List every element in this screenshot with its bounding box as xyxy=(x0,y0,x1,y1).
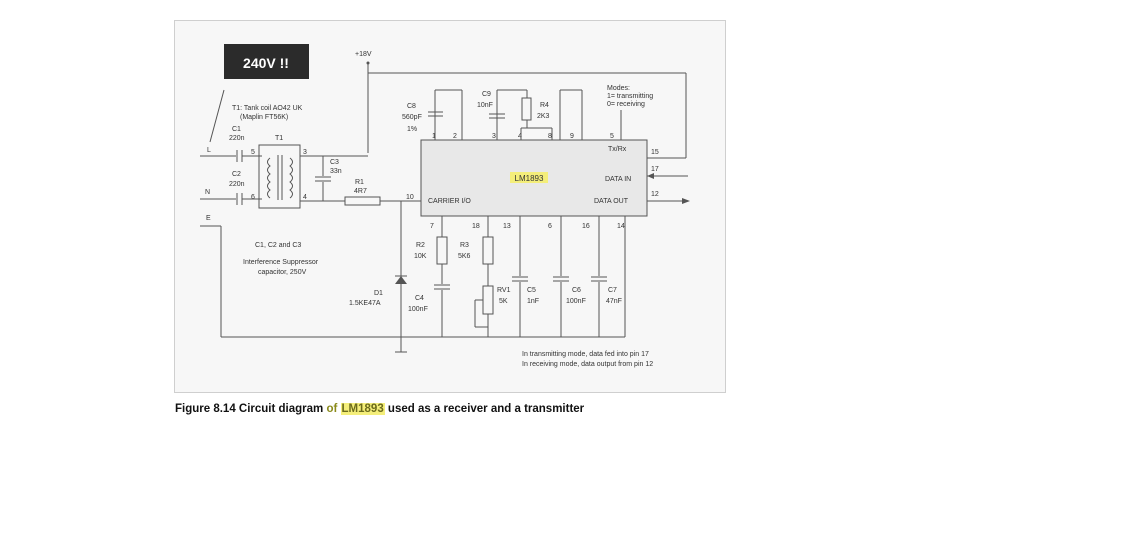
transformer-t1: T1 5 6 3 4 xyxy=(251,135,307,209)
pin-6: 6 xyxy=(548,223,552,230)
pin-label-data-out: DATA OUT xyxy=(594,198,629,205)
r4-value: 2K3 xyxy=(537,113,550,120)
r2-value: 10K xyxy=(414,253,427,260)
supply-label: +18V xyxy=(355,51,372,58)
svg-text:3: 3 xyxy=(303,149,307,156)
c1-value: 220n xyxy=(229,135,245,142)
pin-3: 3 xyxy=(492,133,496,140)
t1-note-line2: (Maplin FT56K) xyxy=(240,114,288,121)
c8-label: C8 xyxy=(407,103,416,110)
svg-text:T1: T1 xyxy=(275,135,283,142)
pin-16: 16 xyxy=(582,223,590,230)
caption-chip: LM1893 xyxy=(340,403,385,415)
caption-suffix: used as a receiver and a transmitter xyxy=(384,403,585,415)
pin-12: 12 xyxy=(651,191,659,198)
c2-value: 220n xyxy=(229,181,245,188)
terminal-e: E xyxy=(206,215,211,222)
pin-10: 10 xyxy=(406,194,414,201)
svg-text:6: 6 xyxy=(251,194,255,201)
resistor-r2 xyxy=(436,236,448,265)
c9-label: C9 xyxy=(482,91,491,98)
c6-value: 100nF xyxy=(566,298,586,305)
potentiometer-rv1 xyxy=(482,285,494,315)
pin-8: 8 xyxy=(548,133,552,140)
modes-transmit: 1= transmitting xyxy=(607,93,653,100)
caption-prefix: Figure 8.14 Circuit diagram xyxy=(175,403,327,415)
chip-name: LM1893 xyxy=(515,174,544,183)
pin-7: 7 xyxy=(430,223,434,230)
pin-5: 5 xyxy=(610,133,614,140)
figure-caption: Figure 8.14 Circuit diagram of LM1893 us… xyxy=(175,403,584,415)
svg-text:5: 5 xyxy=(251,149,255,156)
svg-text:4: 4 xyxy=(303,194,307,201)
pin-note-line1: In transmitting mode, data fed into pin … xyxy=(522,351,649,358)
pin-label-carrier: CARRIER I/O xyxy=(428,198,471,205)
c6-label: C6 xyxy=(572,287,581,294)
pin-2: 2 xyxy=(453,133,457,140)
c4-label: C4 xyxy=(415,295,424,302)
c7-label: C7 xyxy=(608,287,617,294)
d1-label: D1 xyxy=(374,290,383,297)
c5-value: 1nF xyxy=(527,298,539,305)
warning-text: 240V !! xyxy=(243,55,289,71)
r1-value: 4R7 xyxy=(354,188,367,195)
data-out-arrow xyxy=(682,198,690,204)
diode-d1 xyxy=(395,276,407,284)
c3-label: C3 xyxy=(330,159,339,166)
c2-label: C2 xyxy=(232,171,241,178)
pin-13: 13 xyxy=(503,223,511,230)
c4-value: 100nF xyxy=(408,306,428,313)
pin-14: 14 xyxy=(617,223,625,230)
caption-of: of xyxy=(326,403,341,415)
c7-value: 47nF xyxy=(606,298,622,305)
r3-label: R3 xyxy=(460,242,469,249)
pin-1: 1 xyxy=(432,133,436,140)
resistor-r3 xyxy=(482,236,494,265)
pin-4: 4 xyxy=(518,133,522,140)
pin-label-txrx: Tx/Rx xyxy=(608,146,627,153)
r4-label: R4 xyxy=(540,102,549,109)
rv1-label: RV1 xyxy=(497,287,511,294)
r2-label: R2 xyxy=(416,242,425,249)
suppressor-note-line1: C1, C2 and C3 xyxy=(255,242,301,249)
terminal-l: L xyxy=(207,147,211,154)
warning-pointer xyxy=(209,89,225,143)
d1-value: 1.5KE47A xyxy=(349,300,381,307)
suppressor-note-line2: Interference Suppressor xyxy=(243,259,319,266)
c8-value: 560pF xyxy=(402,114,422,121)
rv1-value: 5K xyxy=(499,298,508,305)
t1-note-line1: T1: Tank coil AO42 UK xyxy=(232,105,303,112)
pin-17: 17 xyxy=(651,166,659,173)
c1-label: C1 xyxy=(232,126,241,133)
pin-9: 9 xyxy=(570,133,574,140)
resistor-r1 xyxy=(344,196,381,206)
c5-label: C5 xyxy=(527,287,536,294)
pin-label-data-in: DATA IN xyxy=(605,176,631,183)
c9-value: 10nF xyxy=(477,102,493,109)
lm1893-chip: LM1893 Tx/Rx DATA IN DATA OUT CARRIER I/… xyxy=(420,139,648,217)
terminal-n: N xyxy=(205,189,210,196)
data-in-arrow xyxy=(647,173,654,179)
voltage-warning: 240V !! xyxy=(224,44,309,79)
pin-15: 15 xyxy=(651,149,659,156)
suppressor-note-line3: capacitor, 250V xyxy=(258,269,307,276)
modes-title: Modes: xyxy=(607,85,630,92)
modes-receive: 0= receiving xyxy=(607,101,645,108)
c8-tolerance: 1% xyxy=(407,126,417,133)
pin-note-line2: In receiving mode, data output from pin … xyxy=(522,361,653,368)
pin-18: 18 xyxy=(472,223,480,230)
c3-value: 33n xyxy=(330,168,342,175)
r1-label: R1 xyxy=(355,179,364,186)
r3-value: 5K6 xyxy=(458,253,471,260)
